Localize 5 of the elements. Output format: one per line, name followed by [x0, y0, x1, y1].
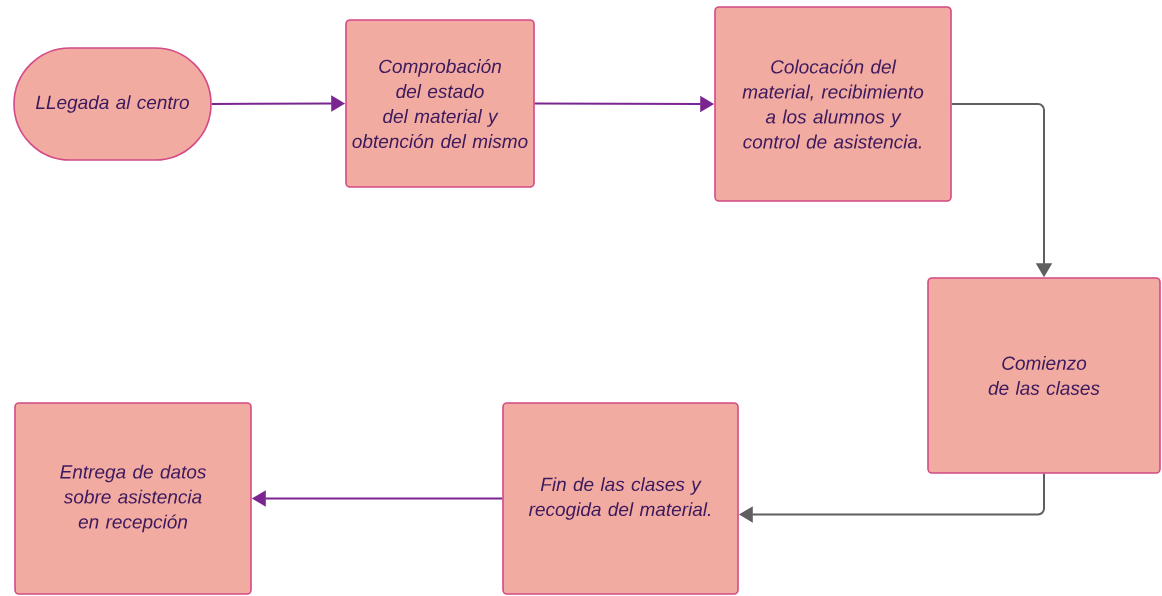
process-box: Comprobación del estado del material y obtención del mismo [345, 19, 535, 188]
process-box: Comienzo de las clases [927, 277, 1161, 474]
process-box: Colocación del material, recibimiento a los alumnos y control de asistencia. [714, 6, 952, 202]
process-box: Entrega de datos sobre asistencia en recepción [14, 402, 252, 595]
process-box: Fin de las clases y recogida del material. [502, 402, 739, 595]
